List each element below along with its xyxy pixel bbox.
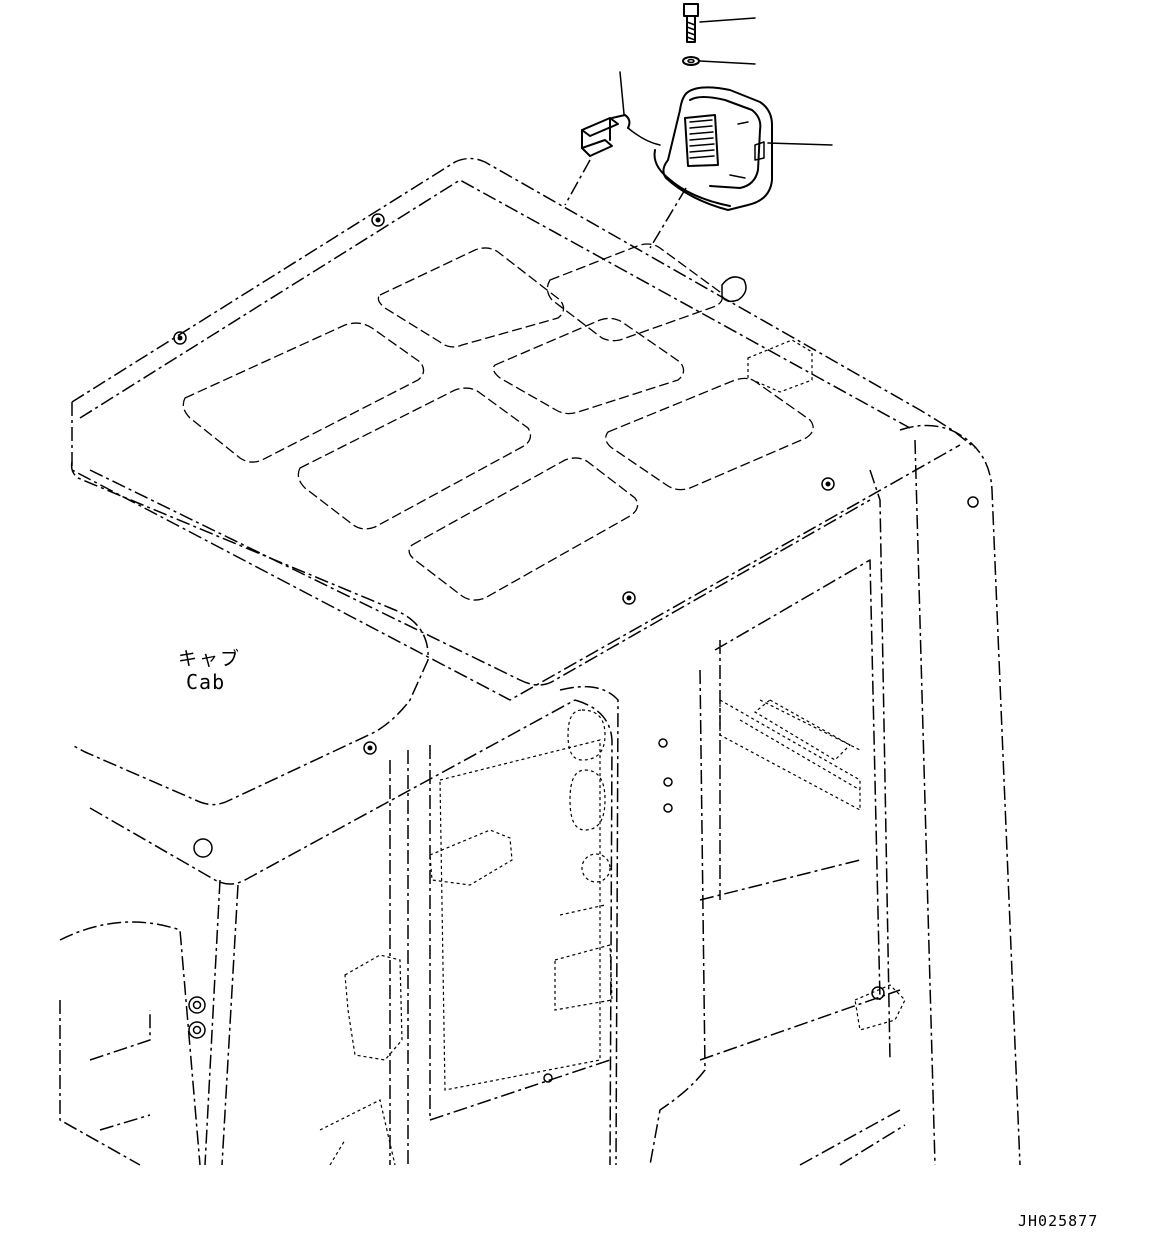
center-door-frame	[389, 745, 611, 1165]
right-frame-inner	[649, 559, 881, 1166]
roof-panel-2	[297, 387, 532, 530]
washer-callout	[699, 60, 756, 65]
bracket-center	[429, 829, 513, 886]
front-glass	[70, 461, 429, 806]
interior-panel-right	[719, 698, 861, 812]
left-pillar	[204, 879, 239, 1166]
roof-hook	[721, 276, 747, 303]
lower-brace	[319, 1099, 396, 1166]
roof-lip	[89, 469, 871, 686]
roof-panel-4	[377, 247, 565, 348]
bolt-icon	[683, 3, 699, 43]
roof-panel-6	[605, 377, 814, 491]
cab-label-english: Cab	[186, 670, 226, 694]
lamp-callout	[767, 142, 833, 146]
roof-inner-edge	[79, 179, 911, 429]
bolt-callout	[699, 17, 756, 23]
assembly-line-connector	[564, 159, 591, 206]
interior-slot-2	[569, 769, 606, 831]
left-side-frame	[59, 699, 576, 1166]
roof-front-edge	[71, 402, 961, 701]
roof-panel-5	[492, 317, 685, 415]
wire-callout	[619, 71, 625, 115]
interior-hole	[581, 853, 611, 883]
roof-panel-3	[408, 457, 639, 601]
center-pillar	[559, 685, 619, 1166]
roof-outline	[71, 157, 976, 449]
room-lamp-icon	[653, 86, 773, 211]
cab-label-japanese: キャブ	[178, 648, 242, 670]
seat-back	[439, 739, 601, 1091]
bracket-left	[344, 954, 403, 1061]
grommets	[173, 213, 979, 1083]
exploded-parts	[564, 3, 773, 249]
callout-leaders	[619, 17, 833, 146]
wire-connector-icon	[581, 114, 661, 157]
cab-body	[59, 157, 1021, 1166]
seat-base	[554, 904, 613, 1011]
rear-lower-frame	[699, 859, 906, 1166]
roof-panel-7	[546, 243, 723, 342]
assembly-line-lamp	[649, 187, 687, 249]
interior-slot-1	[567, 709, 606, 761]
washer-icon	[682, 56, 700, 66]
interior-shelf	[753, 699, 851, 761]
roof-panel-1	[182, 322, 425, 463]
drawing-code: JH025877	[1018, 1212, 1099, 1230]
right-pillar	[869, 424, 1021, 1166]
left-lower-frame	[59, 921, 201, 1166]
rear-mount	[854, 984, 906, 1031]
roof-lip-seam	[747, 339, 813, 393]
